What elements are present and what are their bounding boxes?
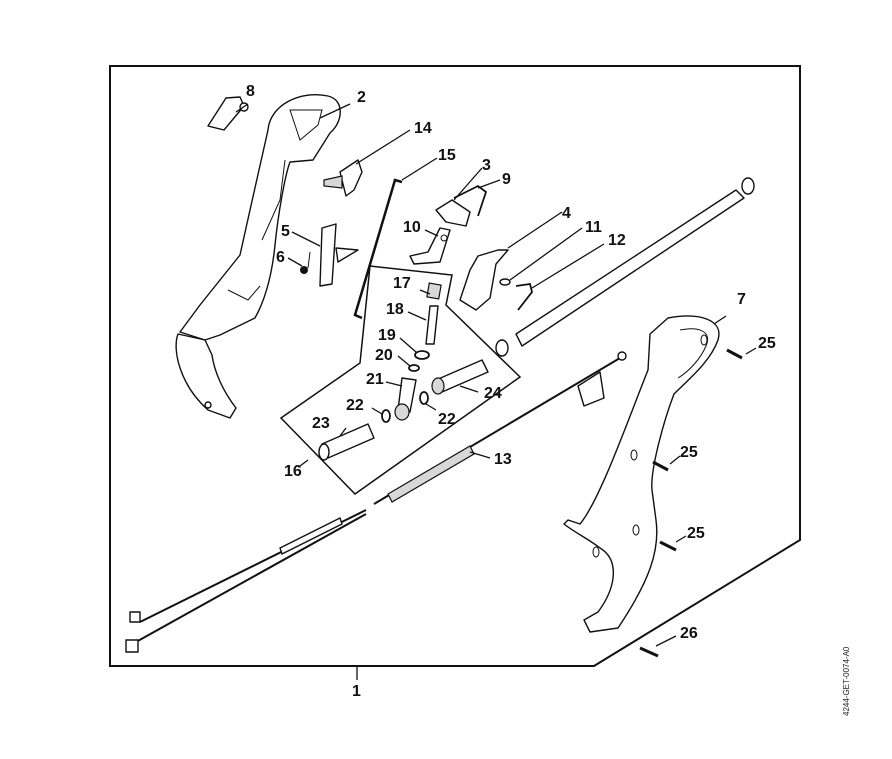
part-24-nipple[interactable] [431, 359, 489, 395]
part-5-interlock-lever[interactable] [319, 223, 359, 287]
callout-25-bottom: 25 [687, 525, 705, 542]
part-8-slide-control[interactable] [207, 96, 249, 131]
callout-5: 5 [281, 223, 290, 240]
drawing-code: 4244-GET-0074-A0 [842, 646, 851, 716]
callout-7: 7 [737, 291, 746, 308]
part-25-screw-b[interactable] [652, 460, 669, 472]
part-6-spring-pin[interactable] [300, 251, 311, 274]
valve-assembly-frame [279, 265, 522, 495]
part-9-clip[interactable] [453, 184, 488, 217]
callout-13: 13 [494, 451, 512, 468]
callout-24: 24 [484, 385, 502, 402]
part-11-pin[interactable] [499, 278, 511, 286]
callout-22-left: 22 [346, 397, 364, 414]
callout-14: 14 [414, 120, 432, 137]
part-12-torsion-spring[interactable] [515, 282, 533, 311]
part-3-lever-bracket[interactable] [435, 199, 471, 227]
callout-10: 10 [403, 219, 421, 236]
assembly-frame [109, 65, 801, 667]
part-2-handle-half[interactable] [175, 94, 341, 419]
part-25-screw-a[interactable] [726, 348, 743, 360]
callout-2: 2 [357, 89, 366, 106]
part-15-rod[interactable] [353, 178, 403, 320]
part-4-throttle-trigger[interactable] [459, 249, 509, 311]
callout-1: 1 [352, 683, 361, 700]
part-17-spring[interactable] [426, 282, 442, 300]
callout-8: 8 [246, 83, 255, 100]
hose [495, 177, 755, 357]
callout-26: 26 [680, 625, 698, 642]
part-26-screw[interactable] [639, 646, 659, 658]
part-25-screw-c[interactable] [659, 540, 677, 552]
leader-lines [235, 103, 757, 647]
part-22-o-ring-left[interactable] [381, 409, 391, 423]
callout-12: 12 [608, 232, 626, 249]
callout-11: 11 [585, 219, 602, 236]
callout-3: 3 [482, 157, 491, 174]
part-23-nipple[interactable] [318, 423, 375, 461]
callout-22-right: 22 [438, 411, 456, 428]
part-10-lever[interactable] [409, 227, 451, 265]
part-21-elbow-fitting[interactable] [394, 377, 417, 421]
callout-6: 6 [276, 249, 285, 266]
callout-21: 21 [366, 371, 384, 388]
callout-4: 4 [562, 205, 571, 222]
callout-17: 17 [393, 275, 411, 292]
callout-23: 23 [312, 415, 330, 432]
callout-16: 16 [284, 463, 302, 480]
part-14-switch[interactable] [323, 159, 363, 197]
callout-15: 15 [438, 147, 456, 164]
part-13-throttle-cable[interactable] [125, 351, 627, 653]
part-20-o-ring-small[interactable] [408, 364, 420, 372]
part-7-handle-half[interactable] [563, 315, 720, 633]
part-22-o-ring-right[interactable] [419, 391, 429, 405]
part-18-valve[interactable] [425, 305, 439, 345]
part-19-o-ring[interactable] [414, 350, 430, 360]
callout-18: 18 [386, 301, 404, 318]
callout-19: 19 [378, 327, 396, 344]
callout-20: 20 [375, 347, 393, 364]
callout-25-middle: 25 [680, 444, 698, 461]
callout-25-top: 25 [758, 335, 776, 352]
callout-9: 9 [502, 171, 511, 188]
